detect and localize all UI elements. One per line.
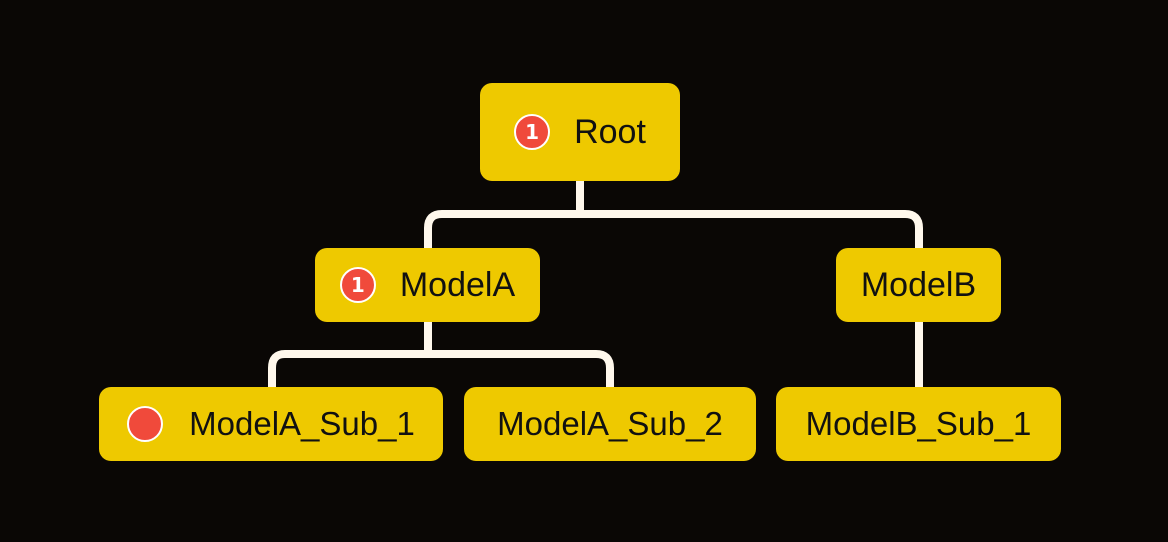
alert-count-badge-icon: 1 (514, 114, 551, 150)
edge-root-modelb (576, 210, 923, 252)
node-label: ModelB_Sub_1 (805, 405, 1032, 442)
node-modela[interactable]: 1 ModelA (315, 248, 540, 322)
node-modelb-sub-1[interactable]: ModelB_Sub_1 (776, 387, 1061, 461)
edge-root-modela (424, 177, 584, 252)
edge-modela-modela-sub-2 (424, 350, 614, 391)
node-label: ModelA (399, 265, 516, 304)
alert-count-badge-icon: 1 (339, 267, 376, 303)
node-label: ModelB (860, 265, 977, 304)
node-label: ModelA_Sub_2 (497, 405, 723, 442)
node-root[interactable]: 1 Root (480, 83, 680, 181)
node-label: ModelA_Sub_1 (189, 405, 415, 442)
node-modelb[interactable]: ModelB (836, 248, 1001, 322)
edge-modela-modela-sub-1 (268, 318, 432, 391)
node-label: Root (574, 112, 646, 151)
node-modela-sub-1[interactable]: ModelA_Sub_1 (99, 387, 443, 461)
node-modela-sub-2[interactable]: ModelA_Sub_2 (464, 387, 756, 461)
alert-dot-icon (127, 406, 164, 442)
